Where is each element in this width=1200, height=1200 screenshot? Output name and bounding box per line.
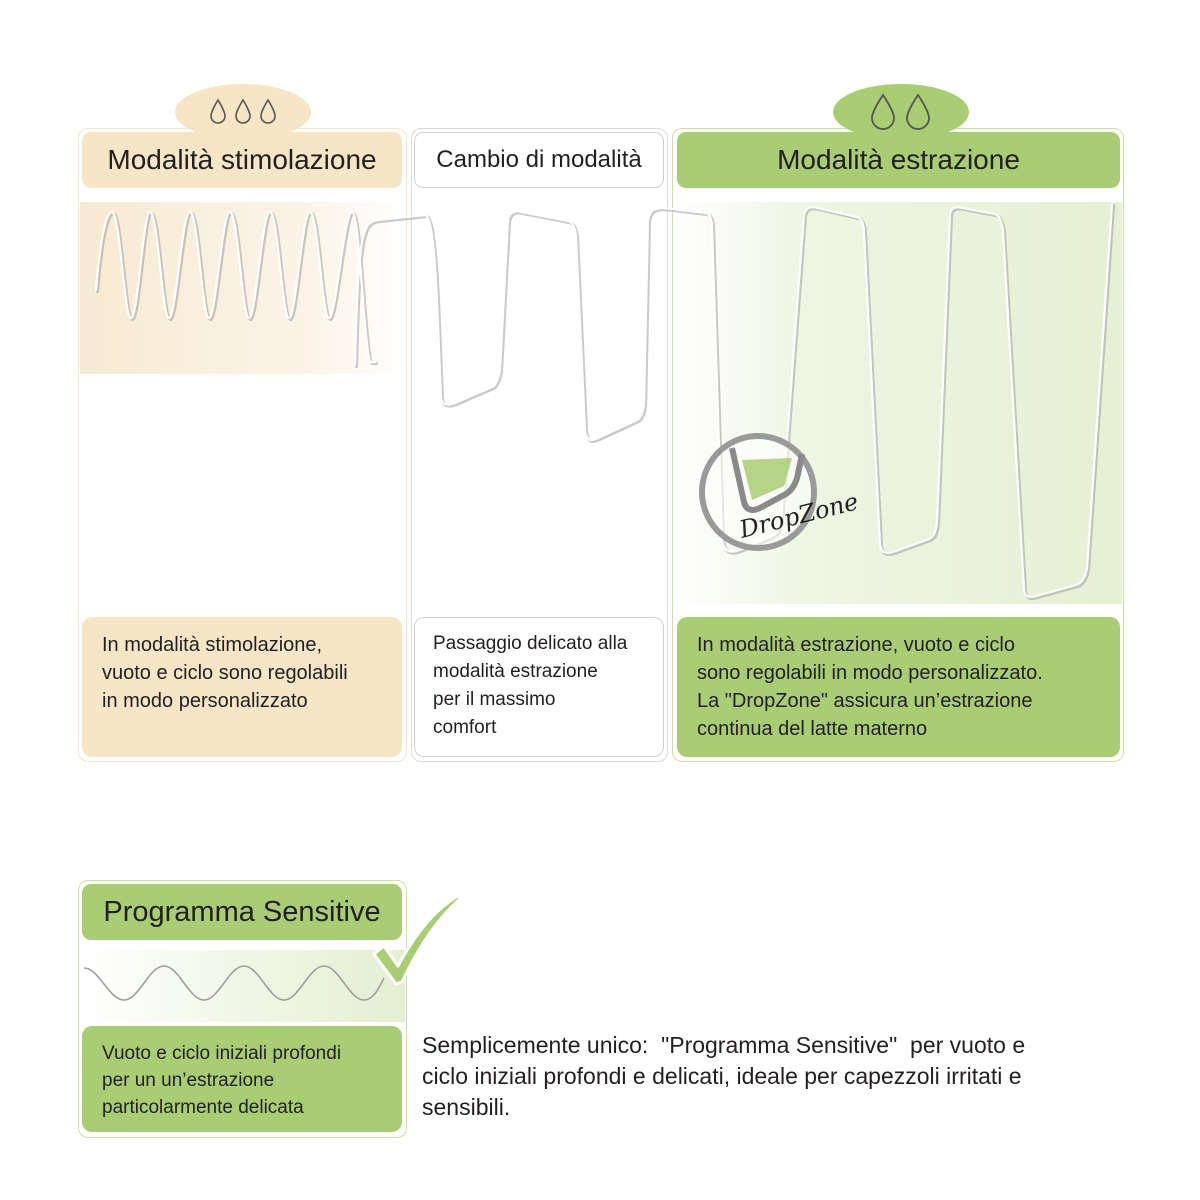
extraction-description: In modalità estrazione, vuoto e ciclo so… xyxy=(677,617,1120,757)
water-drop-icon xyxy=(871,93,930,130)
vacuum-wave-graph xyxy=(94,202,1116,600)
extraction-title: Modalità estrazione xyxy=(677,132,1120,188)
sensitive-description: Vuoto e ciclo iniziali profondi per un u… xyxy=(82,1026,402,1132)
stimulation-drops-badge xyxy=(175,84,311,140)
stimulation-description: In modalità stimolazione, vuoto e ciclo … xyxy=(82,617,402,757)
sensitive-wave-line xyxy=(83,965,385,1001)
extraction-drops-badge xyxy=(833,84,969,140)
dropzone-logo: DropZone xyxy=(699,433,861,551)
water-drop-icon xyxy=(210,98,276,124)
checkmark-icon xyxy=(372,894,462,986)
vacuum-wave-line xyxy=(94,202,1114,598)
sensitive-title: Programma Sensitive xyxy=(82,884,402,940)
mode-change-description: Passaggio delicato alla modalità estrazi… xyxy=(414,617,664,757)
sensitive-wave-band xyxy=(80,950,405,1022)
stimulation-title: Modalità stimolazione xyxy=(82,132,402,188)
sensitive-wave-graph xyxy=(83,965,385,1001)
mode-change-title: Cambio di modalità xyxy=(414,132,664,188)
tagline-text: Semplicemente unico: "Programma Sensitiv… xyxy=(422,1032,1026,1120)
vacuum-wave-shadow xyxy=(95,203,1116,600)
